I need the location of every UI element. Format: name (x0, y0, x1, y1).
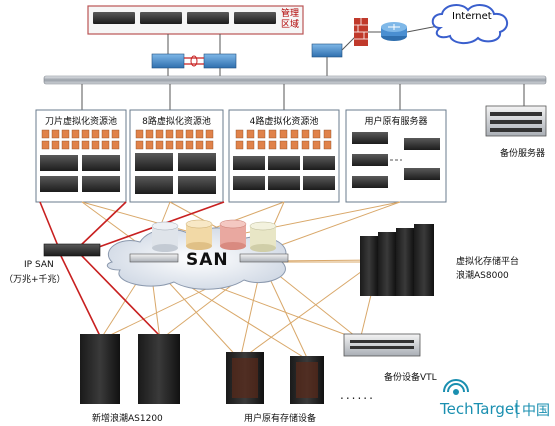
vm-icons (41, 129, 332, 150)
switch-icon (203, 53, 237, 69)
virtual-storage-model-label: 浪潮AS8000 (456, 271, 509, 281)
mgmt-server-icon (234, 12, 276, 24)
server-icon (178, 176, 216, 194)
user-storage-icon (226, 352, 324, 404)
blade-server-icon (40, 176, 78, 192)
server-icon (303, 176, 335, 190)
virtual-storage-label: 虚拟化存储平台 (456, 257, 520, 267)
server-icon (352, 132, 388, 144)
internet-cloud-icon (431, 4, 509, 44)
core-switches (151, 34, 237, 78)
management-zone-label: 管理 区域 (278, 9, 302, 31)
server-icon (233, 156, 265, 170)
firewall-icon (354, 18, 368, 46)
mgmt-server-icon (187, 12, 229, 24)
new-storage-icon (80, 334, 180, 404)
storage-cylinder-icon (249, 221, 277, 252)
san-switch-icon (129, 253, 179, 263)
pool-title-blade: 刀片虚拟化资源池 (44, 117, 117, 127)
backbone-bus (43, 75, 547, 85)
storage-cylinder-icon (151, 221, 179, 252)
blade-server-icon (40, 155, 78, 171)
virtual-storage-icon (360, 224, 434, 296)
backup-vtl-label: 备份设备VTL (384, 373, 437, 383)
management-zone (87, 5, 304, 35)
internet-edge (311, 4, 509, 78)
server-icon (404, 138, 440, 150)
server-icon (135, 176, 173, 194)
ellipsis-label: ...... (340, 388, 375, 402)
server-icon (268, 156, 300, 170)
bus-drops (81, 84, 525, 110)
backup-server-label: 备份服务器 (500, 149, 546, 159)
pool-servers (40, 132, 440, 194)
server-icon (268, 176, 300, 190)
storage-cylinder-icon (219, 219, 247, 250)
switch-icon (151, 53, 185, 69)
internet-label: Internet (452, 11, 492, 22)
ip-san-label: IP SAN (24, 260, 54, 270)
techtarget-logo-icon (443, 379, 469, 395)
management-zone-text: 管理 区域 (280, 9, 299, 30)
server-icon (404, 168, 440, 180)
blade-server-icon (82, 176, 120, 192)
pool-title-8way: 8路虚拟化资源池 (142, 117, 211, 127)
mgmt-server-icon (93, 12, 135, 24)
pool-title-4way: 4路虚拟化资源池 (249, 117, 319, 127)
storage-cylinder-icon (185, 219, 213, 250)
backup-vtl-icon (343, 333, 421, 357)
switch-icon (311, 43, 343, 58)
router-icon (381, 22, 407, 41)
san-switch-icon (239, 253, 289, 263)
pool-title-user: 用户原有服务器 (364, 117, 428, 127)
server-icon (135, 153, 173, 171)
san-label: SAN (186, 250, 229, 270)
server-icon (303, 156, 335, 170)
mgmt-server-icon (140, 12, 182, 24)
blade-server-icon (82, 155, 120, 171)
server-icon (233, 176, 265, 190)
ip-san-speed-label: （万兆+千兆） (4, 275, 66, 285)
backup-server-icon (485, 105, 547, 137)
server-icon (352, 154, 388, 166)
brand-name: TechTarget (440, 400, 521, 418)
brand-cn: 中国 (522, 403, 550, 419)
new-storage-label: 新增浪潮AS1200 (92, 414, 163, 424)
server-icon (352, 176, 388, 188)
san-storage-cylinders (151, 219, 277, 252)
user-storage-label: 用户原有存储设备 (244, 414, 317, 424)
server-icon (178, 153, 216, 171)
ip-san-switch-icon (43, 243, 101, 257)
